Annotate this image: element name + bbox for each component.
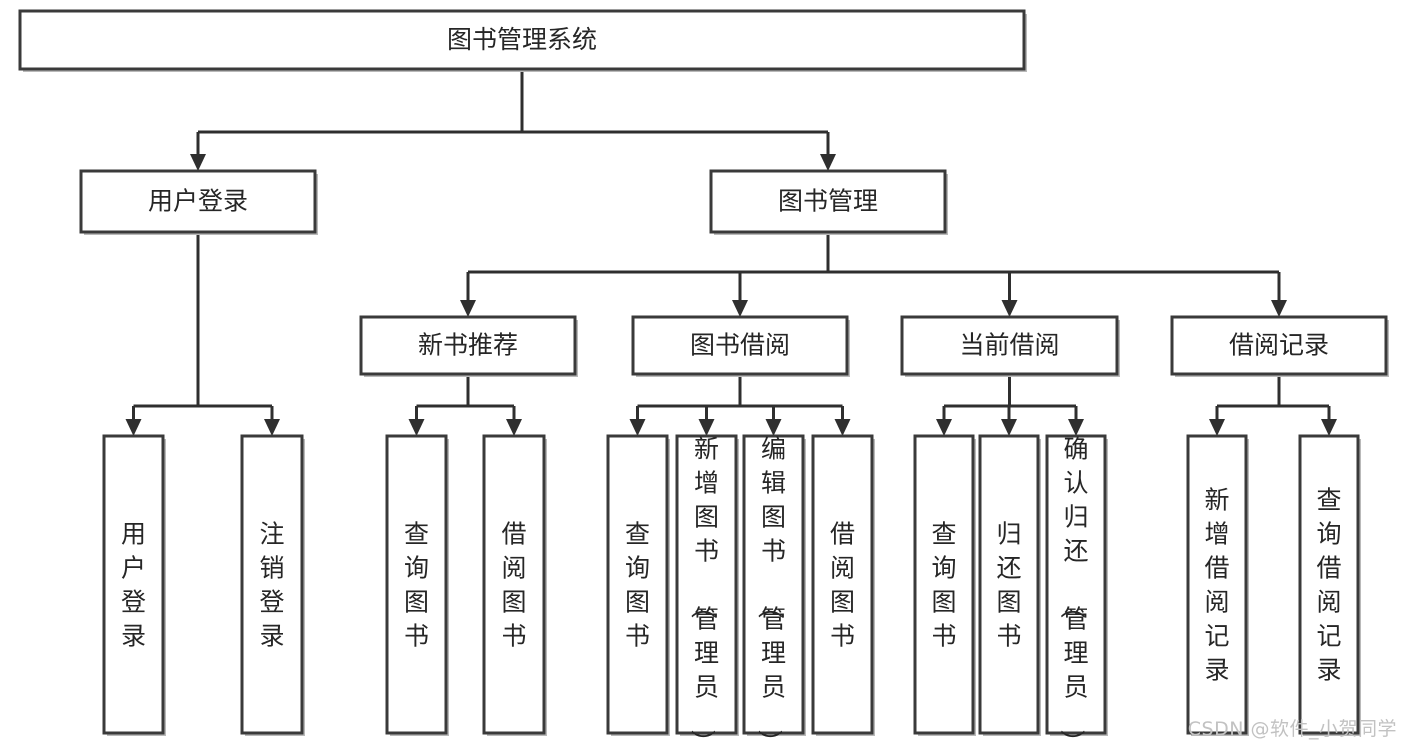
node-box[interactable]	[811, 434, 874, 735]
node-box[interactable]	[742, 434, 805, 735]
arrow-head-icon	[1001, 300, 1018, 317]
node-box[interactable]	[631, 315, 849, 376]
arrow-head-icon	[1068, 419, 1084, 436]
arrow-head-icon	[936, 419, 952, 436]
node-label: 确认归还（管理员）	[1057, 435, 1088, 747]
node-label: 用户登录	[148, 187, 248, 216]
connector-group-user-login	[125, 232, 280, 436]
arrow-head-icon	[264, 419, 280, 436]
node-box[interactable]	[240, 434, 304, 735]
node-label: 新增图书（管理员）	[688, 435, 719, 747]
node-label: 图书管理	[778, 187, 878, 216]
arrow-head-icon	[1001, 419, 1017, 436]
node-label: 用户登录	[121, 520, 146, 651]
arrow-head-icon	[506, 419, 522, 436]
node-user-login[interactable]: 用户登录	[79, 169, 318, 235]
node-box[interactable]	[709, 169, 947, 234]
arrow-head-icon	[732, 300, 748, 317]
node-box[interactable]	[18, 9, 1026, 71]
node-box[interactable]	[978, 434, 1040, 735]
node-root[interactable]: 图书管理系统	[18, 9, 1027, 72]
node-label: 查询图书	[625, 520, 650, 651]
node-leaf-query-record[interactable]: 查询借阅记录	[1298, 434, 1361, 736]
arrow-head-icon	[834, 419, 851, 436]
arrow-head-icon	[190, 154, 206, 171]
node-leaf-add-record[interactable]: 新增借阅记录	[1186, 434, 1249, 736]
arrow-head-icon	[125, 419, 142, 436]
node-box[interactable]	[482, 434, 546, 735]
node-box[interactable]	[1186, 434, 1248, 735]
node-leaf-borrow-book-2[interactable]: 借阅图书	[811, 434, 875, 736]
node-leaf-edit-book[interactable]: 编辑图书（管理员）	[742, 434, 806, 747]
node-leaf-query-book-1[interactable]: 查询图书	[385, 434, 449, 736]
node-leaf-add-book[interactable]: 新增图书（管理员）	[675, 434, 739, 747]
arrow-head-icon	[765, 419, 782, 436]
connector-group-book-borrow	[629, 374, 851, 436]
arrow-head-icon	[698, 419, 715, 436]
connector-group-book-manage	[460, 232, 1287, 317]
arrow-head-icon	[629, 419, 646, 436]
connector-group-root	[190, 69, 836, 171]
arrow-head-icon	[1209, 419, 1225, 436]
node-book-borrow[interactable]: 图书借阅	[631, 315, 850, 377]
node-label: 借阅记录	[1229, 331, 1329, 360]
arrow-head-icon	[460, 300, 476, 317]
node-label: 查询借阅记录	[1316, 486, 1341, 685]
node-label: 新书推荐	[418, 331, 518, 360]
arrow-head-icon	[1321, 419, 1337, 436]
node-leaf-query-book-2[interactable]: 查询图书	[606, 434, 670, 736]
node-label: 图书借阅	[690, 331, 790, 360]
node-box[interactable]	[913, 434, 975, 735]
node-label: 查询图书	[404, 520, 429, 651]
node-label: 图书管理系统	[447, 25, 597, 54]
node-box[interactable]	[1045, 434, 1107, 735]
node-borrow-record[interactable]: 借阅记录	[1170, 315, 1389, 377]
arrow-head-icon	[1271, 300, 1287, 317]
node-label: 编辑图书（管理员）	[755, 435, 786, 747]
node-leaf-query-book-3[interactable]: 查询图书	[913, 434, 976, 736]
node-box[interactable]	[675, 434, 738, 735]
connector-group-new-book-rec	[408, 374, 522, 436]
node-box[interactable]	[385, 434, 448, 735]
node-box[interactable]	[79, 169, 317, 234]
node-box[interactable]	[1298, 434, 1360, 735]
node-box[interactable]	[359, 315, 577, 376]
node-label: 借阅图书	[830, 520, 855, 651]
node-box[interactable]	[606, 434, 669, 735]
node-leaf-return-book[interactable]: 归还图书	[978, 434, 1041, 736]
node-label: 注销登录	[259, 520, 284, 651]
connector-group-current-borrow	[936, 374, 1084, 436]
node-book-manage[interactable]: 图书管理	[709, 169, 948, 235]
node-leaf-borrow-book-1[interactable]: 借阅图书	[482, 434, 547, 736]
node-new-book-rec[interactable]: 新书推荐	[359, 315, 578, 377]
node-box[interactable]	[900, 315, 1119, 376]
node-leaf-user-login[interactable]: 用户登录	[102, 434, 166, 736]
node-label: 当前借阅	[959, 331, 1059, 360]
node-layer: 图书管理系统用户登录图书管理新书推荐图书借阅当前借阅借阅记录用户登录注销登录查询…	[18, 9, 1389, 747]
node-box[interactable]	[102, 434, 165, 735]
connector-group-borrow-record	[1209, 374, 1337, 436]
connector-layer	[125, 69, 1337, 436]
arrow-head-icon	[820, 154, 836, 171]
node-current-borrow[interactable]: 当前借阅	[900, 315, 1120, 377]
node-label: 新增借阅记录	[1204, 486, 1229, 685]
node-label: 查询图书	[931, 520, 956, 651]
arrow-head-icon	[408, 419, 425, 436]
node-label: 归还图书	[996, 520, 1021, 651]
node-leaf-confirm-return[interactable]: 确认归还（管理员）	[1045, 434, 1108, 747]
node-box[interactable]	[1170, 315, 1388, 376]
node-leaf-logout[interactable]: 注销登录	[240, 434, 305, 736]
node-label: 借阅图书	[501, 520, 526, 651]
